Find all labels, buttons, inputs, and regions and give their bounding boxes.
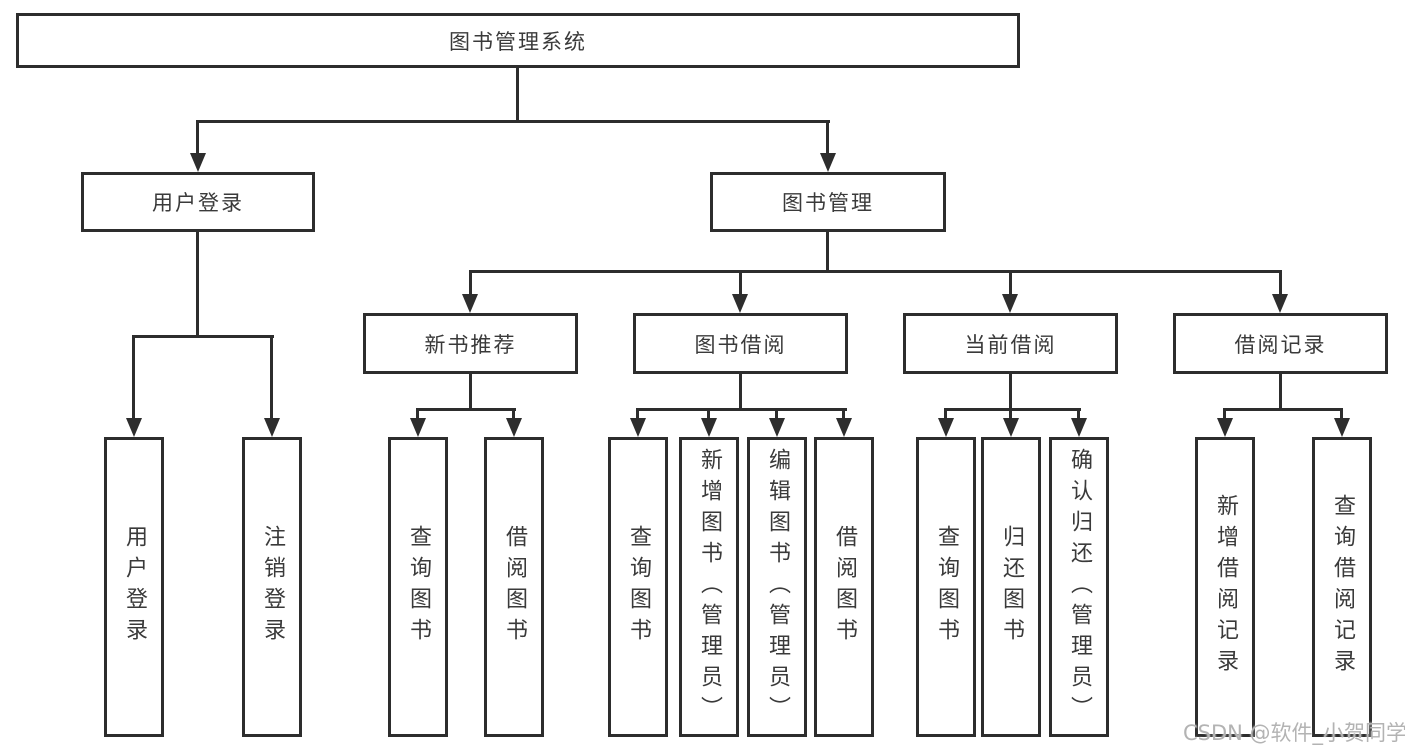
node-book-management: 图书管理 bbox=[710, 172, 946, 232]
arrow-down-icon bbox=[410, 418, 426, 437]
connector-line bbox=[1009, 270, 1012, 296]
arrow-down-icon bbox=[769, 418, 785, 437]
node-label: 新书推荐 bbox=[424, 332, 517, 357]
arrow-down-icon bbox=[1071, 418, 1087, 437]
node-label: 借阅记录 bbox=[1234, 332, 1327, 357]
connector-line bbox=[739, 270, 742, 296]
leaf-label: 借阅图书 bbox=[502, 525, 527, 649]
leaf-user-login: 用户登录 bbox=[104, 437, 164, 737]
arrow-down-icon bbox=[1003, 418, 1019, 437]
node-book-borrowing: 图书借阅 bbox=[633, 313, 848, 374]
arrow-down-icon bbox=[506, 418, 522, 437]
connector-line bbox=[1223, 408, 1343, 411]
arrow-down-icon bbox=[630, 418, 646, 437]
connector-line bbox=[775, 408, 778, 420]
arrow-down-icon bbox=[1217, 418, 1233, 437]
leaf-label: 查询借阅记录 bbox=[1330, 494, 1355, 680]
leaf-query-borrow-record: 查询借阅记录 bbox=[1312, 437, 1372, 737]
connector-line bbox=[196, 120, 199, 154]
connector-line bbox=[1223, 408, 1226, 420]
connector-line bbox=[636, 408, 847, 411]
leaf-label: 新增借阅记录 bbox=[1213, 494, 1238, 680]
csdn-watermark: CSDN @软件_小贺同学 bbox=[1183, 721, 1405, 745]
leaf-label: 确认归还（管理员） bbox=[1067, 447, 1092, 727]
connector-line bbox=[469, 270, 1282, 273]
leaf-logout: 注销登录 bbox=[242, 437, 302, 737]
connector-line bbox=[1279, 270, 1282, 296]
leaf-borrow-books: 借阅图书 bbox=[484, 437, 544, 737]
connector-line bbox=[826, 232, 829, 273]
arrow-down-icon bbox=[1002, 294, 1018, 313]
arrow-down-icon bbox=[938, 418, 954, 437]
connector-line bbox=[707, 408, 710, 420]
arrow-down-icon bbox=[836, 418, 852, 437]
connector-line bbox=[196, 120, 830, 123]
node-label: 图书管理 bbox=[782, 191, 874, 215]
arrow-down-icon bbox=[701, 418, 717, 437]
leaf-label: 查询图书 bbox=[934, 525, 959, 649]
node-label: 图书借阅 bbox=[694, 332, 787, 357]
connector-line bbox=[1009, 408, 1012, 420]
connector-line bbox=[416, 408, 516, 411]
connector-line bbox=[1077, 408, 1080, 420]
arrow-down-icon bbox=[264, 418, 280, 437]
leaf-add-books-admin: 新增图书（管理员） bbox=[679, 437, 739, 737]
connector-line bbox=[512, 408, 515, 420]
leaf-label: 查询图书 bbox=[406, 525, 431, 649]
connector-line bbox=[1340, 408, 1343, 420]
leaf-query-books: 查询图书 bbox=[388, 437, 448, 737]
node-user-login: 用户登录 bbox=[81, 172, 315, 232]
connector-line bbox=[469, 374, 472, 411]
leaf-label: 借阅图书 bbox=[832, 525, 857, 649]
connector-line bbox=[739, 374, 742, 411]
connector-line bbox=[416, 408, 419, 420]
arrow-down-icon bbox=[462, 294, 478, 313]
leaf-add-borrow-record: 新增借阅记录 bbox=[1195, 437, 1255, 737]
arrow-down-icon bbox=[1334, 418, 1350, 437]
node-label: 当前借阅 bbox=[964, 332, 1057, 357]
leaf-confirm-return-admin: 确认归还（管理员） bbox=[1049, 437, 1109, 737]
connector-line bbox=[132, 335, 135, 419]
connector-line bbox=[944, 408, 1081, 411]
node-label: 图书管理系统 bbox=[449, 29, 587, 54]
connector-line bbox=[944, 408, 947, 420]
leaf-edit-books-admin: 编辑图书（管理员） bbox=[747, 437, 807, 737]
arrow-down-icon bbox=[126, 418, 142, 437]
leaf-borrow-books: 借阅图书 bbox=[814, 437, 874, 737]
leaf-return-books: 归还图书 bbox=[981, 437, 1041, 737]
leaf-query-books: 查询图书 bbox=[916, 437, 976, 737]
connector-line bbox=[469, 270, 472, 296]
node-new-book-recommend: 新书推荐 bbox=[363, 313, 578, 374]
connector-line bbox=[826, 120, 829, 154]
connector-line bbox=[270, 335, 273, 419]
node-current-borrowing: 当前借阅 bbox=[903, 313, 1118, 374]
connector-line bbox=[132, 335, 274, 338]
node-label: 用户登录 bbox=[152, 191, 244, 215]
leaf-label: 编辑图书（管理员） bbox=[765, 447, 790, 727]
connector-line bbox=[196, 232, 199, 338]
node-library-management-system: 图书管理系统 bbox=[16, 13, 1020, 68]
leaf-label: 用户登录 bbox=[122, 525, 147, 649]
leaf-query-books: 查询图书 bbox=[608, 437, 668, 737]
connector-line bbox=[1009, 374, 1012, 411]
arrow-down-icon bbox=[820, 153, 836, 172]
arrow-down-icon bbox=[1272, 294, 1288, 313]
node-borrowing-records: 借阅记录 bbox=[1173, 313, 1388, 374]
connector-line bbox=[516, 68, 519, 122]
connector-line bbox=[1279, 374, 1282, 411]
leaf-label: 查询图书 bbox=[626, 525, 651, 649]
leaf-label: 注销登录 bbox=[260, 525, 285, 649]
leaf-label: 新增图书（管理员） bbox=[697, 447, 722, 727]
connector-line bbox=[842, 408, 845, 420]
arrow-down-icon bbox=[190, 153, 206, 172]
arrow-down-icon bbox=[732, 294, 748, 313]
leaf-label: 归还图书 bbox=[999, 525, 1024, 649]
connector-line bbox=[636, 408, 639, 420]
